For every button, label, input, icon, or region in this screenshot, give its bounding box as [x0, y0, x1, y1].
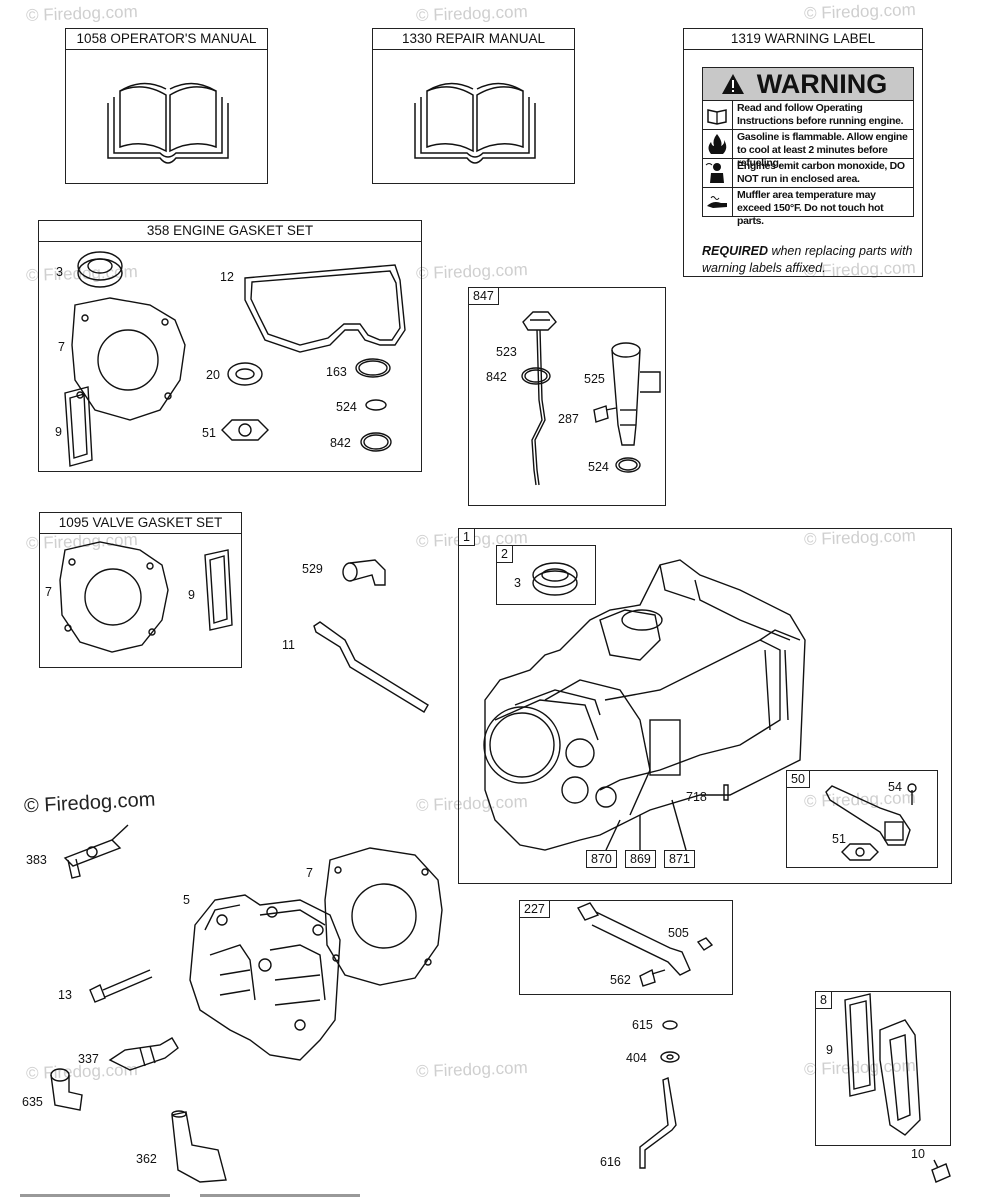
- tag-869: 869: [625, 850, 656, 868]
- part-label: 5: [183, 893, 190, 907]
- part-label: 287: [558, 412, 579, 426]
- part-label: 51: [832, 832, 846, 846]
- book-icon: [414, 82, 536, 164]
- tag-227: 227: [519, 900, 550, 918]
- box-title: 358 ENGINE GASKET SET: [39, 221, 421, 242]
- part-label: 54: [888, 780, 902, 794]
- required-rest: when replacing parts with warning labels…: [702, 244, 913, 275]
- part-label: 9: [826, 1043, 833, 1057]
- warning-label-box: 1319 WARNING LABEL WARNING Read and foll…: [683, 28, 923, 277]
- tag-50: 50: [786, 770, 810, 788]
- carbon-monoxide-icon: [703, 159, 733, 187]
- part-label: 842: [486, 370, 507, 384]
- part-label: 616: [600, 1155, 621, 1169]
- part-label: 13: [58, 988, 72, 1002]
- required-note: REQUIRED when replacing parts with warni…: [702, 243, 932, 277]
- dipstick-box: [468, 287, 666, 506]
- part-label: 7: [306, 866, 313, 880]
- part-label: 9: [188, 588, 195, 602]
- governor-box: [519, 900, 733, 995]
- part-label: 529: [302, 562, 323, 576]
- cylinder-block-box: [458, 528, 952, 884]
- part-label: 524: [336, 400, 357, 414]
- rocker-cover-box: [815, 991, 951, 1146]
- warning-header: WARNING: [702, 67, 914, 101]
- tag-1: 1: [458, 528, 475, 546]
- part-label: 9: [55, 425, 62, 439]
- hot-surface-icon: [703, 188, 733, 216]
- part-label: 362: [136, 1152, 157, 1166]
- warning-text: Muffler area temperature may exceed 150°…: [737, 189, 884, 227]
- part-label: 842: [330, 436, 351, 450]
- box-title: 1095 VALVE GASKET SET: [40, 513, 241, 534]
- part-label: 20: [206, 368, 220, 382]
- part-label: 718: [686, 790, 707, 804]
- breather-box: [786, 770, 938, 868]
- engine-gasket-set-box: 358 ENGINE GASKET SET: [38, 220, 422, 472]
- tag-871: 871: [664, 850, 695, 868]
- book-icon: [107, 82, 229, 164]
- warning-text: Engines emit carbon monoxide, DO NOT run…: [737, 160, 905, 185]
- part-label: 524: [588, 460, 609, 474]
- part-label: 51: [202, 426, 216, 440]
- part-label: 11: [282, 638, 295, 652]
- tag-870: 870: [586, 850, 617, 868]
- part-label: 337: [78, 1052, 99, 1066]
- tag-8: 8: [815, 991, 832, 1009]
- warning-text: Gasoline is flammable. Allow engine to c…: [737, 131, 908, 169]
- part-label: 7: [58, 340, 65, 354]
- part-label: 404: [626, 1051, 647, 1065]
- footer-rule: [200, 1194, 360, 1197]
- part-label: 525: [584, 372, 605, 386]
- warning-row: Muffler area temperature may exceed 150°…: [702, 187, 914, 227]
- flame-icon: [703, 130, 733, 158]
- part-label: 505: [668, 926, 689, 940]
- part-label: 12: [220, 270, 234, 284]
- part-label: 10: [911, 1147, 925, 1161]
- repair-manual-box: 1330 REPAIR MANUAL: [372, 28, 575, 184]
- part-label: 635: [22, 1095, 43, 1109]
- box-title: 1319 WARNING LABEL: [684, 29, 922, 50]
- part-label: 163: [326, 365, 347, 379]
- manual-icon: [703, 101, 733, 129]
- part-label: 523: [496, 345, 517, 359]
- footer-rule: [20, 1194, 170, 1197]
- warning-text: Read and follow Operating Instructions b…: [737, 102, 904, 127]
- warning-row: Read and follow Operating Instructions b…: [702, 100, 914, 130]
- operators-manual-box: 1058 OPERATOR'S MANUAL: [65, 28, 268, 184]
- box-title: 1058 OPERATOR'S MANUAL: [66, 29, 267, 50]
- required-bold: REQUIRED: [702, 244, 768, 258]
- part-label: 7: [45, 585, 52, 599]
- part-label: 3: [56, 265, 63, 279]
- tag-847: 847: [468, 287, 499, 305]
- tag-2: 2: [496, 545, 513, 563]
- warning-title: WARNING: [756, 69, 888, 99]
- box-title: 1330 REPAIR MANUAL: [373, 29, 574, 50]
- warning-triangle-icon: [722, 74, 744, 94]
- seal-subbox: [496, 545, 596, 605]
- part-label: 615: [632, 1018, 653, 1032]
- part-label: 562: [610, 973, 631, 987]
- part-label: 3: [514, 576, 521, 590]
- valve-gasket-set-box: 1095 VALVE GASKET SET: [39, 512, 242, 668]
- part-label: 383: [26, 853, 47, 867]
